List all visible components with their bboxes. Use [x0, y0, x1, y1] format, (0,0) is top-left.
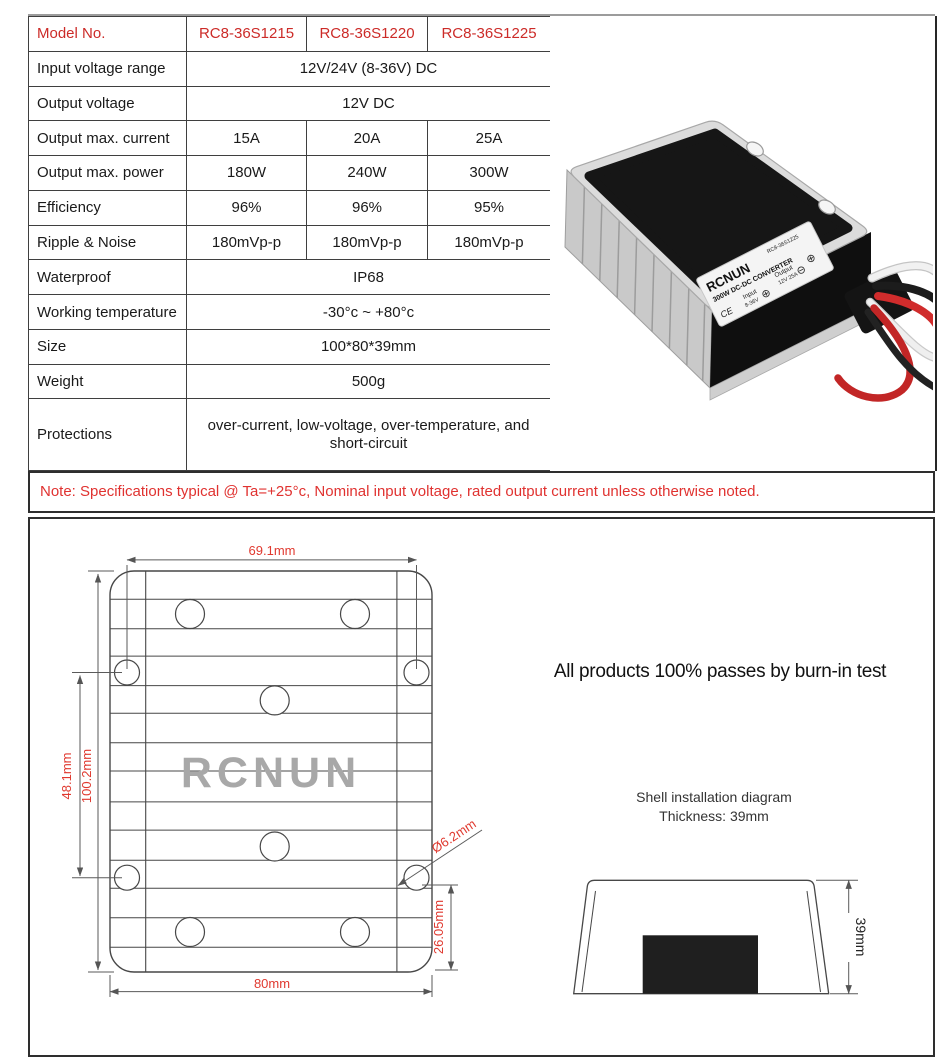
spec-value: 12V/24V (8-36V) DC [186, 50, 551, 87]
mounting-holes [113, 598, 430, 948]
table-row: Output voltage 12V DC [28, 85, 551, 122]
shell-connector-block [642, 935, 758, 994]
dim-height-body: 100.2mm [79, 749, 94, 803]
top-divider [28, 14, 935, 16]
dim-shell-thickness: 39mm [853, 918, 869, 957]
dim-hole-offset: 26.05mm [431, 900, 446, 954]
black-wire [864, 308, 935, 392]
note-text: Note: Specifications typical @ Ta=+25°c,… [40, 483, 760, 500]
table-row: Model No. RC8-36S1215 RC8-36S1220 RC8-36… [28, 16, 551, 52]
spec-value: 96% [306, 189, 428, 226]
table-row: Protections over-current, low-voltage, o… [28, 398, 551, 471]
heatsink-fins [564, 168, 713, 390]
spec-label: Working temperature [28, 294, 187, 330]
screw-terminal-icon [762, 254, 815, 298]
spec-label: Output max. current [28, 120, 187, 157]
mount-hole-icon [818, 199, 836, 215]
dimension-lines [72, 556, 483, 997]
mount-hole-icon [746, 141, 764, 157]
red-wire-loop [834, 304, 914, 402]
spec-label: Output voltage [28, 85, 187, 122]
spec-value: 15A [186, 120, 307, 157]
spec-label: Model No. [28, 16, 187, 52]
spec-label: Weight [28, 363, 187, 400]
spec-value: RC8-36S1215 [186, 16, 307, 52]
dim-hole-diameter: Ø6.2mm [429, 816, 479, 856]
shell-caption-title: Shell installation diagram [636, 789, 792, 805]
table-row: Output max. current 15A 20A 25A [28, 120, 551, 157]
table-row: Efficiency 96% 96% 95% [28, 189, 551, 226]
spec-label: Ripple & Noise [28, 224, 187, 261]
dim-width-holes: 69.1mm [249, 543, 296, 558]
spec-value: 240W [306, 155, 428, 191]
spec-value: 180mVp-p [306, 224, 428, 261]
spec-label: Protections [28, 398, 187, 471]
dim-height-holes: 48.1mm [59, 753, 74, 800]
spec-value: 180mVp-p [186, 224, 307, 261]
burn-in-statement: All products 100% passes by burn-in test [553, 661, 887, 682]
table-row: Ripple & Noise 180mVp-p 180mVp-p 180mVp-… [28, 224, 551, 261]
technical-drawing: RCNUN [59, 543, 869, 997]
table-row: Output max. power 180W 240W 300W [28, 155, 551, 191]
watermark: RCNUN [181, 749, 361, 797]
spec-value: 180mVp-p [427, 224, 551, 261]
spec-value: 20A [306, 120, 428, 157]
spec-value: 25A [427, 120, 551, 157]
product-photo: RCNUN RC8-36S1225 300W DC-DC CONVERTER C… [550, 16, 937, 471]
spec-value: IP68 [186, 259, 551, 296]
spec-value: 180W [186, 155, 307, 191]
table-row: Input voltage range 12V/24V (8-36V) DC [28, 50, 551, 87]
black-wire [872, 281, 935, 304]
spec-value: 500g [186, 363, 551, 400]
spec-label: Efficiency [28, 189, 187, 226]
spec-value: 300W [427, 155, 551, 191]
shell-caption-thickness: Thickness: 39mm [659, 808, 769, 824]
spec-value: -30°c ~ +80°c [186, 294, 551, 330]
spec-label: Input voltage range [28, 50, 187, 87]
spec-label: Waterproof [28, 259, 187, 296]
spec-value: 12V DC [186, 85, 551, 122]
spec-value: over-current, low-voltage, over-temperat… [186, 398, 551, 471]
product-label: RCNUN RC8-36S1225 300W DC-DC CONVERTER C… [696, 221, 834, 327]
converter-photo-illustration: RCNUN RC8-36S1225 300W DC-DC CONVERTER C… [564, 120, 935, 402]
shell-side-view: 39mm [572, 879, 869, 995]
spec-value: 100*80*39mm [186, 328, 551, 365]
spec-label: Size [28, 328, 187, 365]
table-row: Size 100*80*39mm [28, 328, 551, 365]
shell-dimension-lines [816, 879, 858, 995]
heatsink-ribs [110, 598, 432, 948]
note-row: Note: Specifications typical @ Ta=+25°c,… [28, 471, 935, 513]
dim-width-body: 80mm [254, 976, 290, 991]
spec-label: Output max. power [28, 155, 187, 191]
spec-table: Model No. RC8-36S1215 RC8-36S1220 RC8-36… [28, 16, 551, 471]
spec-value: RC8-36S1220 [306, 16, 428, 52]
spec-value: 96% [186, 189, 307, 226]
dimension-section: RCNUN [28, 517, 935, 1057]
spec-value: 95% [427, 189, 551, 226]
table-row: Waterproof IP68 [28, 259, 551, 296]
table-row: Working temperature -30°c ~ +80°c [28, 294, 551, 330]
shell-caption: Shell installation diagram Thickness: 39… [564, 788, 864, 826]
table-row: Weight 500g [28, 363, 551, 400]
top-view-outline [109, 570, 433, 973]
white-wire [868, 262, 935, 282]
spec-value: RC8-36S1225 [427, 16, 551, 52]
